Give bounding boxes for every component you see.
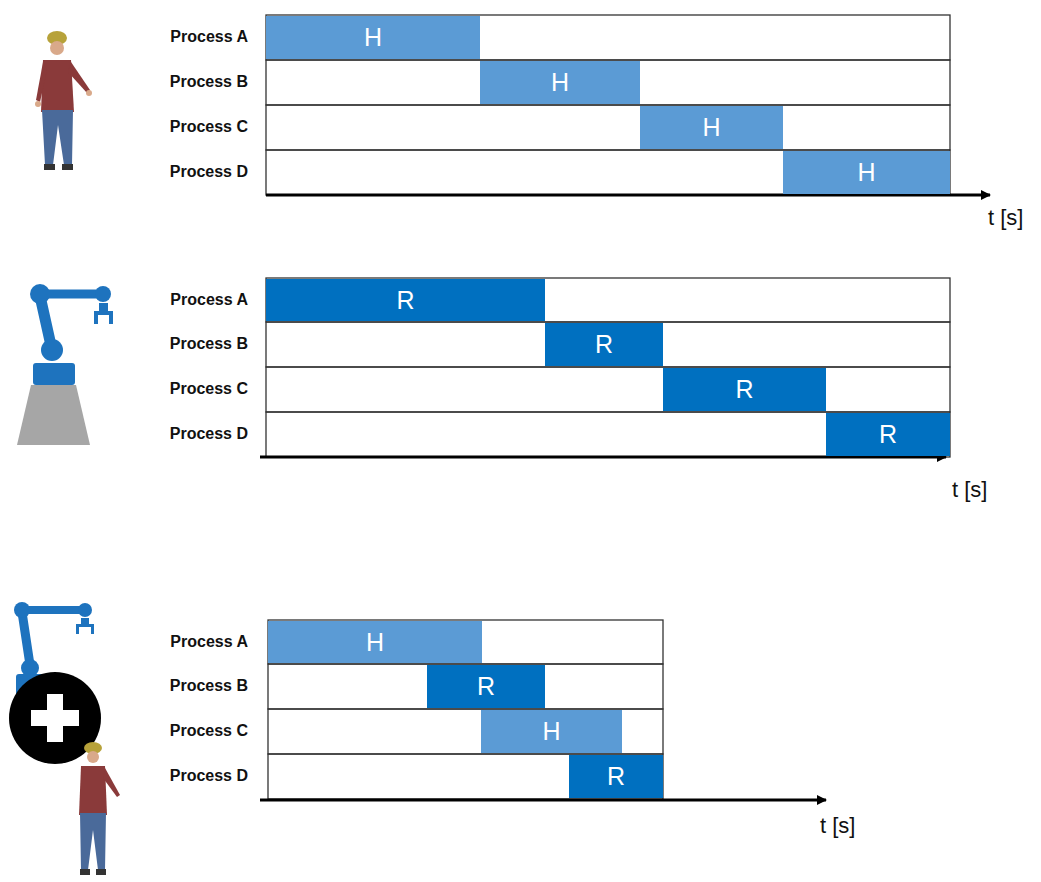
- process-label: Process A: [170, 28, 248, 46]
- task-bar: R: [663, 368, 826, 411]
- task-bar: H: [481, 710, 622, 753]
- task-bar: R: [826, 413, 950, 456]
- actor-letter: R: [595, 332, 613, 357]
- actor-letter: H: [702, 115, 720, 140]
- process-label: Process D: [170, 767, 248, 785]
- actor-letter: R: [477, 674, 495, 699]
- time-axis: [260, 799, 826, 802]
- process-label: Process B: [170, 73, 248, 91]
- actor-letter: H: [364, 25, 382, 50]
- task-bar: H: [266, 16, 480, 59]
- process-label: Process C: [170, 380, 248, 398]
- axis-label: t [s]: [820, 813, 855, 839]
- axis-label: t [s]: [952, 477, 987, 503]
- actor-letter: H: [366, 630, 384, 655]
- actor-letter: H: [542, 719, 560, 744]
- process-label: Process C: [170, 722, 248, 740]
- task-bar: R: [266, 279, 545, 321]
- process-label: Process C: [170, 118, 248, 136]
- actor-letter: R: [879, 422, 897, 447]
- process-label: Process A: [170, 633, 248, 651]
- task-bar: R: [569, 755, 663, 798]
- task-bar: H: [783, 151, 950, 194]
- human-figure: [35, 31, 92, 170]
- task-bar: H: [268, 621, 482, 663]
- task-bar: H: [640, 106, 783, 149]
- actor-letter: H: [551, 70, 569, 95]
- chart-grid: [266, 15, 950, 195]
- task-bar: R: [545, 323, 663, 366]
- chart-grid: [268, 620, 663, 799]
- chart-grid: [266, 278, 950, 457]
- actor-letter: R: [396, 288, 414, 313]
- actor-letter: R: [735, 377, 753, 402]
- process-label: Process D: [170, 163, 248, 181]
- process-label: Process B: [170, 335, 248, 353]
- actor-letter: R: [607, 764, 625, 789]
- collaboration-figure: [9, 602, 120, 875]
- axis-label: t [s]: [988, 205, 1023, 231]
- process-label: Process B: [170, 677, 248, 695]
- process-label: Process D: [170, 425, 248, 443]
- actor-letter: H: [857, 160, 875, 185]
- robot-figure: [17, 284, 113, 445]
- task-bar: H: [480, 61, 640, 104]
- task-bar: R: [427, 665, 545, 708]
- process-label: Process A: [170, 291, 248, 309]
